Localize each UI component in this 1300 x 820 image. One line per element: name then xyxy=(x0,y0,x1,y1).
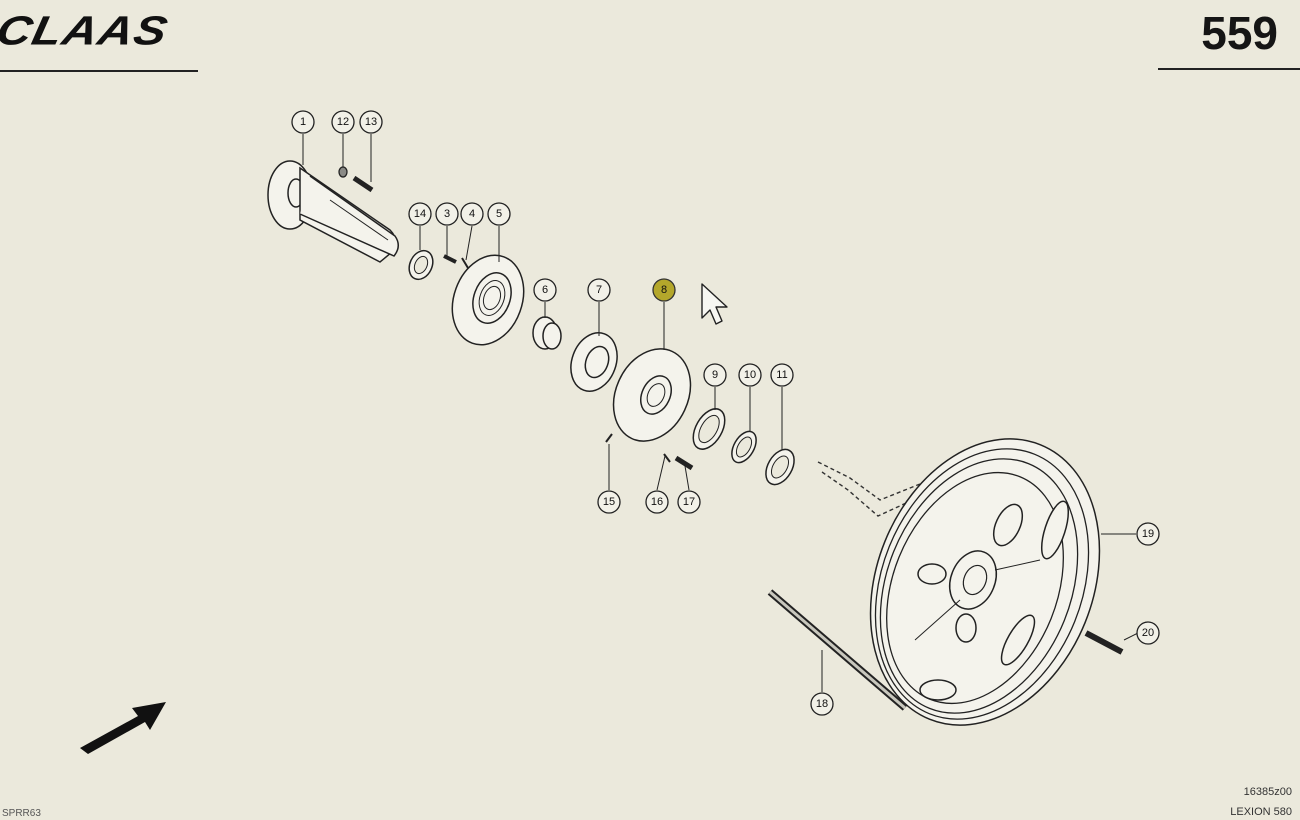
callout-16[interactable]: 16 xyxy=(645,490,669,514)
callout-11[interactable]: 11 xyxy=(770,363,794,387)
part-16-pin[interactable] xyxy=(663,453,671,463)
svg-text:15: 15 xyxy=(603,496,615,508)
callout-15[interactable]: 15 xyxy=(597,490,621,514)
callout-10[interactable]: 10 xyxy=(738,363,762,387)
svg-text:7: 7 xyxy=(596,284,602,296)
part-10-ring[interactable] xyxy=(727,427,761,466)
svg-text:3: 3 xyxy=(444,208,450,220)
direction-arrow-icon xyxy=(80,702,166,754)
callout-9[interactable]: 9 xyxy=(703,363,727,387)
part-7-seal[interactable] xyxy=(563,326,625,397)
svg-text:13: 13 xyxy=(365,116,377,128)
part-5-bearing-housing[interactable] xyxy=(440,245,535,355)
callout-5[interactable]: 5 xyxy=(487,202,511,226)
callout-18[interactable]: 18 xyxy=(810,692,834,716)
drawing-reference-code: 16385z00 xyxy=(1243,786,1292,798)
svg-text:12: 12 xyxy=(337,116,349,128)
part-6-sleeve[interactable] xyxy=(532,316,562,350)
part-4-pin[interactable] xyxy=(461,257,469,269)
header-rule-right xyxy=(1158,68,1300,70)
callout-17[interactable]: 17 xyxy=(677,490,701,514)
mouse-pointer-icon xyxy=(701,283,728,325)
assembly-guide-dashed xyxy=(817,461,961,501)
header-rule-left xyxy=(0,70,198,72)
svg-text:16: 16 xyxy=(651,496,663,508)
callout-19[interactable]: 19 xyxy=(1136,522,1160,546)
callout-8[interactable]: 8 xyxy=(652,278,676,302)
svg-text:6: 6 xyxy=(542,284,548,296)
callout-4[interactable]: 4 xyxy=(460,202,484,226)
svg-text:4: 4 xyxy=(469,208,475,220)
callout-13[interactable]: 13 xyxy=(359,110,383,134)
callout-1[interactable]: 1 xyxy=(291,110,315,134)
svg-text:9: 9 xyxy=(712,369,718,381)
part-14-ring[interactable] xyxy=(405,247,438,283)
svg-text:8: 8 xyxy=(661,284,667,296)
callout-14[interactable]: 14 xyxy=(408,202,432,226)
part-13-bolt[interactable] xyxy=(352,175,374,193)
part-9-ring[interactable] xyxy=(687,403,732,454)
part-15-pin[interactable] xyxy=(605,433,613,443)
svg-text:10: 10 xyxy=(744,369,756,381)
part-11-ring[interactable] xyxy=(760,445,800,490)
svg-text:17: 17 xyxy=(683,496,695,508)
corner-code: SPRR63 xyxy=(2,808,41,819)
svg-text:5: 5 xyxy=(496,208,502,220)
part-18-belt[interactable] xyxy=(767,589,908,711)
svg-text:1: 1 xyxy=(300,116,306,128)
part-1-shaft[interactable] xyxy=(267,160,399,263)
callout-7[interactable]: 7 xyxy=(587,278,611,302)
callout-12[interactable]: 12 xyxy=(331,110,355,134)
svg-text:14: 14 xyxy=(414,208,426,220)
callout-20[interactable]: 20 xyxy=(1136,621,1160,645)
model-name: LEXION 580 xyxy=(1230,806,1292,818)
part-20-bolt[interactable] xyxy=(1084,630,1124,655)
callout-6[interactable]: 6 xyxy=(533,278,557,302)
page-number: 559 xyxy=(1201,7,1278,59)
part-3-bolt[interactable] xyxy=(443,254,457,264)
callout-3[interactable]: 3 xyxy=(435,202,459,226)
svg-text:11: 11 xyxy=(776,369,787,381)
part-8-flange[interactable] xyxy=(599,336,705,453)
leader-lines xyxy=(302,134,1139,692)
svg-text:18: 18 xyxy=(816,698,828,710)
svg-text:19: 19 xyxy=(1142,528,1154,540)
part-12-nut[interactable] xyxy=(338,166,348,178)
part-19-pulley[interactable] xyxy=(829,404,1140,759)
svg-text:20: 20 xyxy=(1142,627,1154,639)
part-17-bolt[interactable] xyxy=(674,455,694,471)
